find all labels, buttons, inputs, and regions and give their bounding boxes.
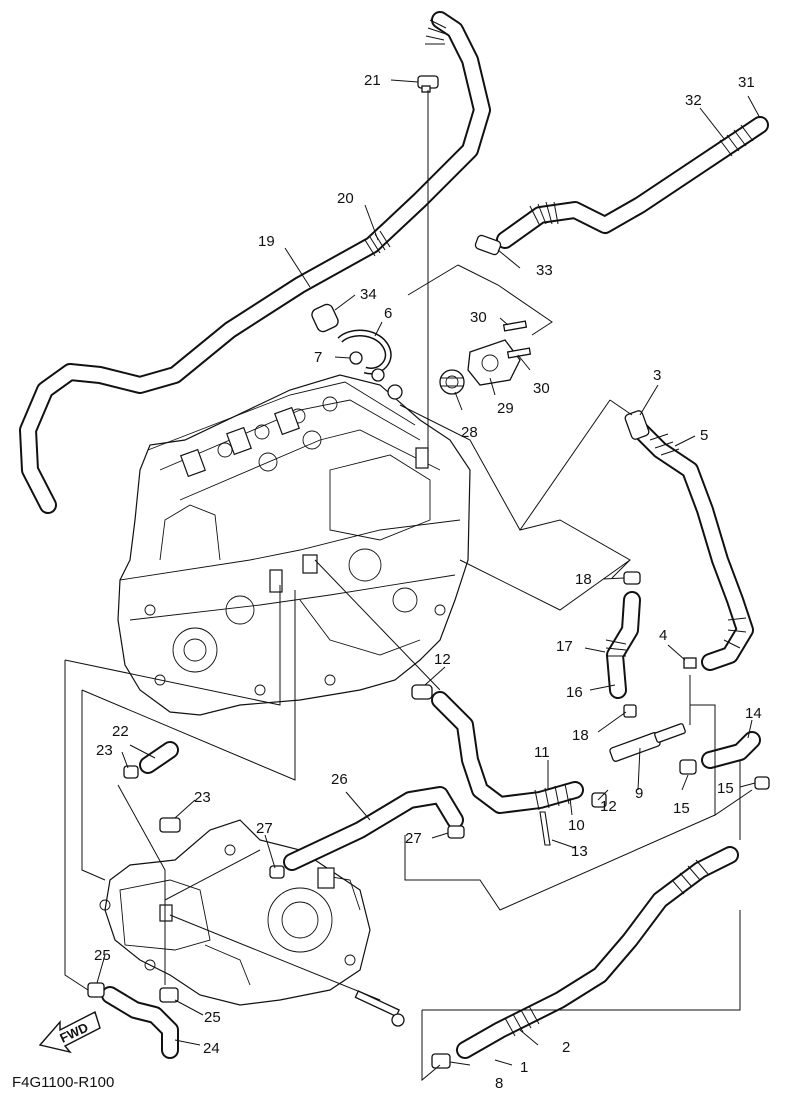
clamp-18b bbox=[623, 704, 637, 718]
tie-13 bbox=[539, 811, 551, 846]
callout-5: 5 bbox=[700, 427, 708, 444]
pipe-6-7 bbox=[337, 329, 392, 382]
callout-12b: 12 bbox=[600, 798, 617, 815]
callout-6: 6 bbox=[384, 305, 392, 322]
hose-26 bbox=[283, 786, 464, 871]
callout-2: 2 bbox=[562, 1039, 570, 1056]
bolt-lower bbox=[354, 990, 405, 1027]
callout-25b: 25 bbox=[204, 1009, 221, 1026]
clamp-15b bbox=[754, 776, 770, 790]
callout-33: 33 bbox=[536, 262, 553, 279]
callout-8: 8 bbox=[495, 1075, 503, 1092]
hose-14 bbox=[701, 731, 761, 769]
callout-21: 21 bbox=[364, 72, 381, 89]
callout-9: 9 bbox=[635, 785, 643, 802]
callout-22: 22 bbox=[112, 723, 129, 740]
hose-16-17 bbox=[605, 591, 641, 699]
callout-3: 3 bbox=[653, 367, 661, 384]
fitting-3 bbox=[624, 410, 650, 440]
hose-22 bbox=[139, 741, 179, 774]
clamp-15a bbox=[679, 759, 697, 775]
clamp-12b bbox=[591, 792, 607, 808]
hose-31-32 bbox=[496, 116, 769, 249]
callout-23a: 23 bbox=[96, 742, 113, 759]
callout-11: 11 bbox=[534, 744, 550, 761]
o-ring bbox=[387, 384, 403, 400]
callout-15a: 15 bbox=[673, 800, 690, 817]
clamp-23b bbox=[159, 817, 181, 833]
callout-17: 17 bbox=[556, 638, 573, 655]
clamp-18a bbox=[623, 571, 641, 585]
callout-7: 7 bbox=[314, 349, 322, 366]
callout-34: 34 bbox=[360, 286, 377, 303]
hose-19-20 bbox=[19, 11, 491, 514]
callout-12a: 12 bbox=[434, 651, 451, 668]
clamp-21 bbox=[417, 75, 439, 93]
clamp-25b bbox=[159, 987, 179, 1003]
callout-23b: 23 bbox=[194, 789, 211, 806]
callout-27b: 27 bbox=[405, 830, 422, 847]
callout-30b: 30 bbox=[533, 380, 550, 397]
callout-27a: 27 bbox=[256, 820, 273, 837]
clamp-23a bbox=[123, 765, 139, 779]
callout-18a: 18 bbox=[575, 571, 592, 588]
clamp-8 bbox=[431, 1053, 451, 1069]
callout-32: 32 bbox=[685, 92, 702, 109]
leader-lines bbox=[64, 79, 761, 1082]
callout-14: 14 bbox=[745, 705, 762, 722]
clamp-27b bbox=[447, 825, 465, 839]
clamp-33 bbox=[474, 234, 502, 256]
callout-19: 19 bbox=[258, 233, 275, 250]
callout-13: 13 bbox=[571, 843, 588, 860]
bracket-4 bbox=[683, 657, 697, 669]
bolt-30b bbox=[506, 347, 532, 359]
callout-15b: 15 bbox=[717, 780, 734, 797]
bolt-30a bbox=[502, 320, 528, 332]
clamp-25a bbox=[87, 982, 105, 998]
callout-4: 4 bbox=[659, 627, 667, 644]
callout-29: 29 bbox=[497, 400, 514, 417]
joint-9 bbox=[609, 723, 686, 762]
callout-31: 31 bbox=[738, 74, 755, 91]
callout-labels: 21 20 19 31 32 33 34 6 7 30 30 29 28 3 5… bbox=[94, 72, 762, 1092]
callout-10: 10 bbox=[568, 817, 585, 834]
callout-16: 16 bbox=[566, 684, 583, 701]
callout-20: 20 bbox=[337, 190, 354, 207]
engine-block bbox=[117, 374, 471, 716]
callout-30a: 30 bbox=[470, 309, 487, 326]
callout-1: 1 bbox=[520, 1059, 528, 1076]
housing-29 bbox=[467, 339, 521, 386]
callout-28: 28 bbox=[461, 424, 478, 441]
callout-18b: 18 bbox=[572, 727, 589, 744]
cap-34 bbox=[311, 303, 339, 333]
hose-10-11 bbox=[431, 691, 584, 814]
hose-1-2 bbox=[456, 846, 739, 1059]
callout-24: 24 bbox=[203, 1040, 220, 1057]
fwd-arrow-icon: FWD bbox=[38, 1010, 101, 1054]
clamp-27a bbox=[269, 865, 285, 879]
thermostat-28 bbox=[439, 369, 465, 395]
drawing-code: F4G1100-R100 bbox=[12, 1074, 114, 1091]
callout-26: 26 bbox=[331, 771, 348, 788]
hose-24 bbox=[101, 986, 179, 1059]
clamp-12a bbox=[411, 684, 433, 700]
callout-25a: 25 bbox=[94, 947, 111, 964]
hose-5 bbox=[631, 421, 754, 671]
